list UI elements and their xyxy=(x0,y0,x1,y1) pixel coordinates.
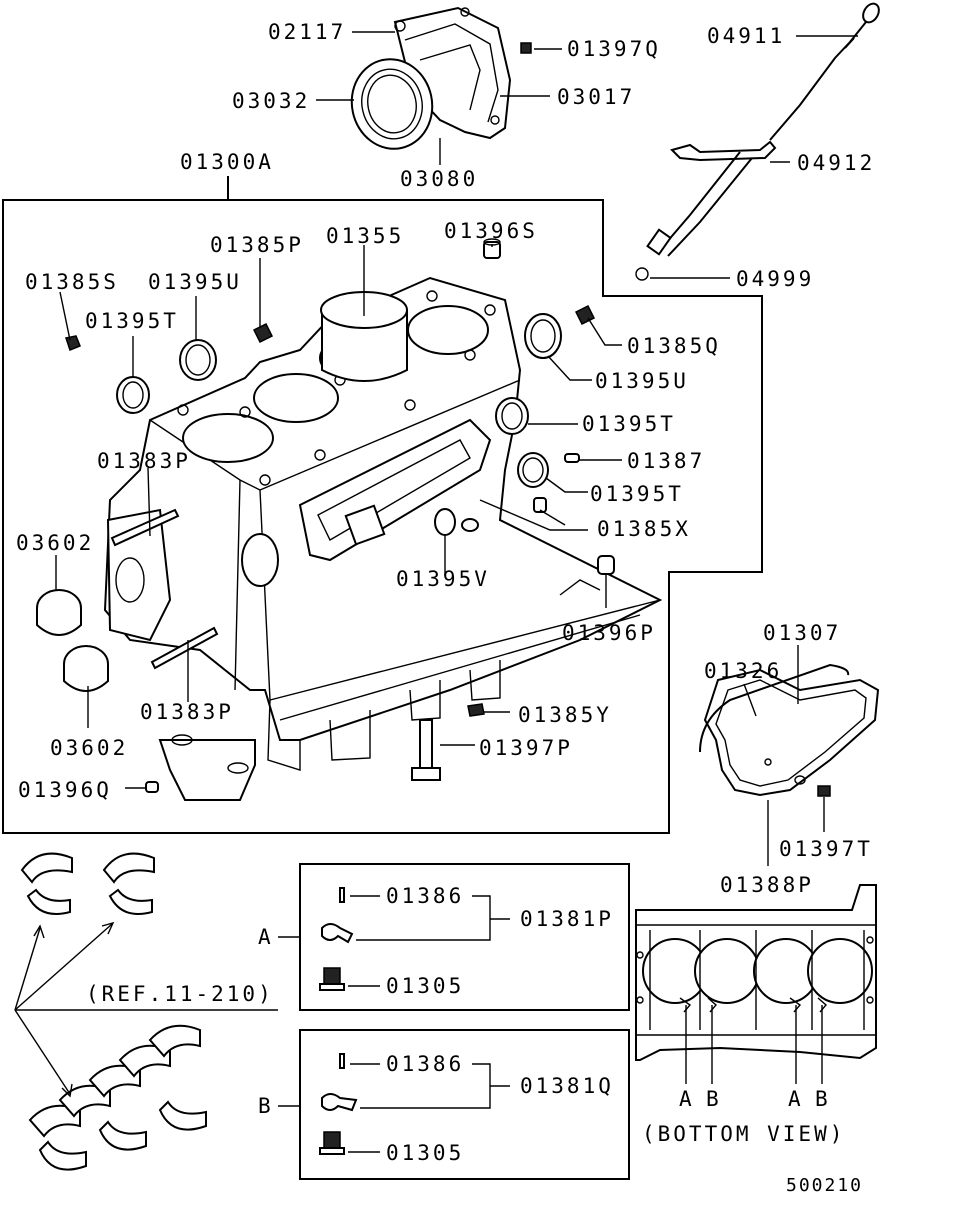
label-01355: 01355 xyxy=(326,224,404,248)
label-04912: 04912 xyxy=(797,151,875,175)
label-01395u-left: 01395U xyxy=(148,270,242,294)
bottom-view-title: (BOTTOM VIEW) xyxy=(642,1122,845,1146)
label-01383p-bottom: 01383P xyxy=(140,700,234,724)
label-01385y: 01385Y xyxy=(518,703,612,727)
box-a-01386: 01386 xyxy=(386,884,464,908)
label-01395u-right: 01395U xyxy=(595,369,689,393)
main-bearings xyxy=(20,852,207,1171)
label-01396p: 01396P xyxy=(562,621,656,645)
bottom-view-b2: B xyxy=(815,1087,831,1111)
leader-lines xyxy=(55,244,622,789)
label-01385s: 01385S xyxy=(25,270,119,294)
label-01387: 01387 xyxy=(627,449,705,473)
label-04999: 04999 xyxy=(736,267,814,291)
box-b-01381q: 01381Q xyxy=(520,1074,614,1098)
bottom-view-b1: B xyxy=(706,1087,722,1111)
label-03032: 03032 xyxy=(232,89,310,113)
label-01395t-right-1: 01395T xyxy=(582,412,676,436)
box-a-01381p: 01381P xyxy=(520,907,614,931)
oil-level-gauge xyxy=(635,2,880,281)
label-03602-bottom: 03602 xyxy=(50,736,128,760)
label-04911: 04911 xyxy=(707,24,785,48)
reference-label: (REF.11-210) xyxy=(86,982,274,1006)
box-a-01305: 01305 xyxy=(386,974,464,998)
rear-oil-seal-case xyxy=(350,6,532,150)
block-group-frame xyxy=(2,199,763,834)
bottom-view-a1: A xyxy=(679,1087,695,1111)
label-01396q: 01396Q xyxy=(18,778,112,802)
box-b-label: B xyxy=(258,1094,274,1118)
box-b-parts xyxy=(319,1053,358,1155)
label-01395v: 01395V xyxy=(396,567,490,591)
label-01395t-left: 01395T xyxy=(85,309,179,333)
label-01385p: 01385P xyxy=(210,233,304,257)
label-01388p: 01388P xyxy=(720,873,814,897)
label-01383p-top: 01383P xyxy=(97,449,191,473)
label-03602-top: 03602 xyxy=(16,531,94,555)
label-02117: 02117 xyxy=(268,20,346,44)
label-03017: 03017 xyxy=(557,85,635,109)
label-01385x: 01385X xyxy=(597,517,691,541)
label-03080: 03080 xyxy=(400,167,478,191)
box-b-01305: 01305 xyxy=(386,1141,464,1165)
label-01395t-right-2: 01395T xyxy=(590,482,684,506)
bottom-view-a2: A xyxy=(788,1087,804,1111)
bottom-view xyxy=(635,884,877,1084)
label-01397t: 01397T xyxy=(779,837,873,861)
part-labels: 02117 01397Q 03032 03017 03080 04911 049… xyxy=(16,20,875,1196)
label-01326: 01326 xyxy=(704,659,782,683)
label-01385q: 01385Q xyxy=(627,334,721,358)
label-01307: 01307 xyxy=(763,621,841,645)
diagram-code: 500210 xyxy=(786,1175,863,1196)
label-01397p: 01397P xyxy=(479,736,573,760)
box-a-label: A xyxy=(258,925,274,949)
reference-arrows xyxy=(14,921,278,1098)
box-b xyxy=(299,1029,630,1180)
oil-pan-gasket xyxy=(699,663,880,797)
box-b-01386: 01386 xyxy=(386,1052,464,1076)
label-01397q: 01397Q xyxy=(567,37,661,61)
label-01396s: 01396S xyxy=(444,219,538,243)
box-a-parts xyxy=(319,887,354,991)
label-01300a: 01300A xyxy=(180,150,274,174)
